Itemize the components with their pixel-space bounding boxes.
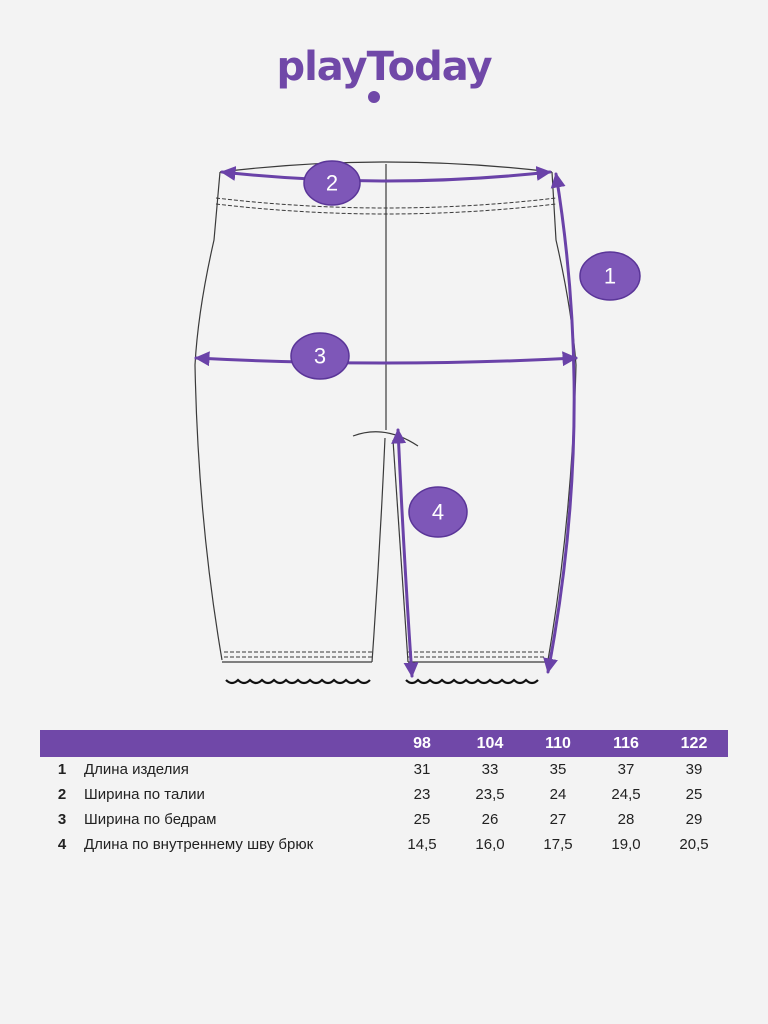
row-number: 3 (57, 811, 67, 828)
header-empty-label (84, 730, 388, 757)
row-label: Ширина по бедрам (84, 811, 217, 828)
measure-arrows (194, 166, 578, 678)
row-value: 23 (413, 786, 431, 803)
row-value: 37 (617, 761, 635, 778)
row-value: 39 (685, 761, 703, 778)
row-value: 24 (549, 786, 567, 803)
row-number: 1 (57, 761, 67, 778)
stitching (215, 197, 557, 658)
arrow-length (543, 172, 576, 674)
size-header: 116 (592, 730, 660, 757)
badge-2: 2 (303, 160, 361, 206)
left-side-seam (194, 171, 223, 661)
lace-trim (225, 678, 539, 685)
arrow-waist (220, 166, 552, 183)
row-value: 14,5 (407, 836, 437, 853)
badge-3-label: 3 (314, 344, 326, 369)
row-value: 25 (685, 786, 703, 803)
badge-4: 4 (408, 486, 468, 538)
row-label: Ширина по талии (84, 786, 205, 803)
row-value: 25 (413, 811, 431, 828)
table-row: 2 Ширина по талии 23 23,5 24 24,5 25 (40, 782, 728, 807)
row-value: 35 (549, 761, 567, 778)
table-row: 4 Длина по внутреннему шву брюк 14,5 16,… (40, 832, 728, 857)
row-value: 28 (617, 811, 635, 828)
size-header: 122 (660, 730, 728, 757)
size-header: 110 (524, 730, 592, 757)
row-number: 2 (57, 786, 67, 803)
badge-3: 3 (290, 332, 350, 380)
badge-1-label: 1 (604, 264, 616, 289)
badge-2-label: 2 (326, 171, 338, 196)
row-value: 31 (413, 761, 431, 778)
badge-1: 1 (579, 251, 641, 301)
table-row: 1 Длина изделия 31 33 35 37 39 (40, 757, 728, 782)
row-label: Длина изделия (84, 761, 189, 778)
logo-dot (368, 91, 380, 103)
row-value: 27 (549, 811, 567, 828)
row-value: 23,5 (475, 786, 505, 803)
row-number: 4 (57, 836, 67, 853)
shorts-outline (194, 161, 577, 663)
row-label: Длина по внутреннему шву брюк (84, 836, 314, 853)
size-header: 98 (388, 730, 456, 757)
row-value: 17,5 (543, 836, 573, 853)
row-value: 24,5 (611, 786, 641, 803)
arrow-inseam (391, 428, 419, 678)
row-value: 33 (481, 761, 499, 778)
size-header-row: 98 104 110 116 122 (40, 730, 728, 757)
table-row: 3 Ширина по бедрам 25 26 27 28 29 (40, 807, 728, 832)
brand-logo: playToday (276, 44, 492, 90)
size-table: 98 104 110 116 122 1 Длина изделия 31 33… (40, 730, 728, 857)
size-header: 104 (456, 730, 524, 757)
left-inseam (371, 437, 386, 663)
badge-4-label: 4 (432, 500, 444, 525)
header-empty-num (40, 730, 84, 757)
row-value: 26 (481, 811, 499, 828)
row-value: 20,5 (679, 836, 709, 853)
arrow-hips (194, 351, 578, 367)
row-value: 19,0 (611, 836, 641, 853)
shorts-diagram: 1 2 3 4 (194, 160, 641, 685)
row-value: 29 (685, 811, 703, 828)
row-value: 16,0 (475, 836, 505, 853)
